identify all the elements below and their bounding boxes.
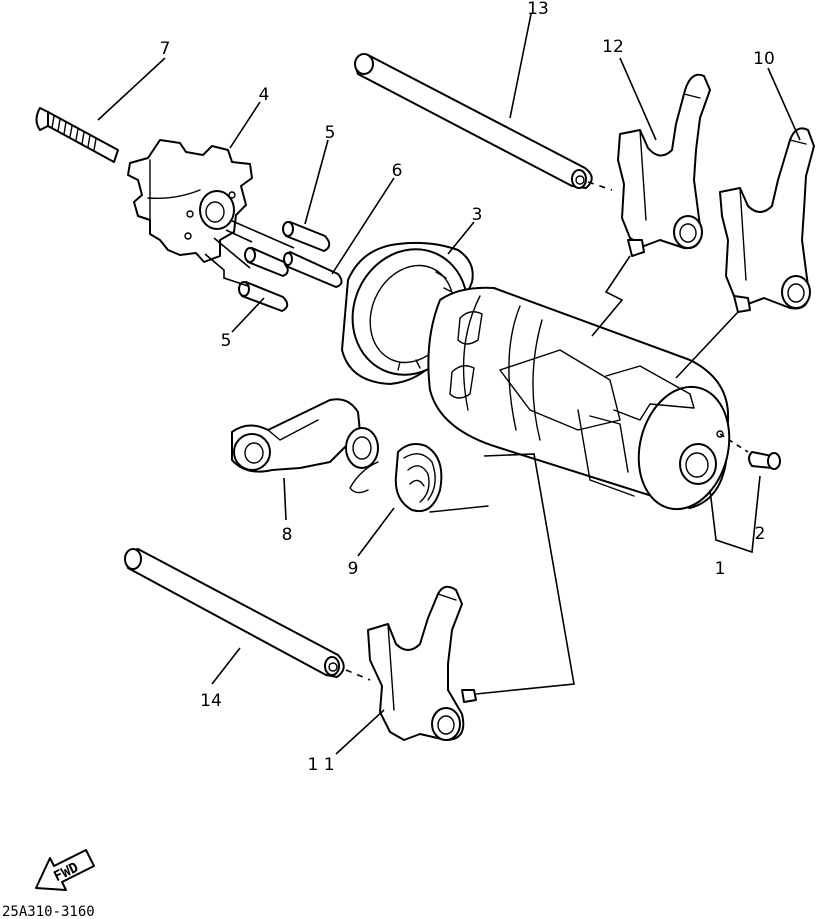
drawing-code: 25A310-3160 bbox=[2, 904, 95, 919]
forward-direction-arrow: FWD bbox=[35, 849, 95, 891]
part-9-spring bbox=[349, 443, 489, 513]
callout-5-lower: 5 bbox=[221, 331, 232, 351]
leader-9 bbox=[357, 507, 395, 557]
leader-14 bbox=[211, 647, 241, 685]
leader-10 bbox=[767, 67, 801, 141]
pin-alignment-lines bbox=[204, 219, 295, 287]
part-13-guide-bar bbox=[354, 53, 593, 189]
leader-8 bbox=[283, 477, 287, 521]
part-7-screw bbox=[35, 107, 119, 163]
callouts: 7 4 5 6 5 3 13 12 10 2 1 8 9 14 1 1 bbox=[160, 0, 775, 775]
callout-10: 10 bbox=[753, 49, 775, 69]
part-6-pin-long bbox=[283, 251, 343, 288]
part-11-shift-fork bbox=[367, 585, 477, 741]
callout-14: 14 bbox=[200, 691, 222, 711]
callout-8: 8 bbox=[282, 525, 293, 545]
callout-9: 9 bbox=[348, 559, 359, 579]
part-1-shift-drum bbox=[427, 286, 731, 511]
callout-4: 4 bbox=[259, 85, 270, 105]
part-2-pin bbox=[719, 433, 781, 470]
part-5-pin-middle bbox=[244, 247, 289, 277]
leader-5-lower bbox=[231, 297, 265, 333]
part-14-guide-bar bbox=[124, 548, 345, 678]
leader-6 bbox=[331, 177, 395, 275]
leader-4 bbox=[229, 101, 261, 149]
callout-12: 12 bbox=[602, 37, 624, 57]
leader-fork12-drum bbox=[591, 255, 631, 337]
callout-3: 3 bbox=[472, 205, 483, 225]
part-8-stopper-lever bbox=[231, 398, 379, 473]
leader-lines bbox=[97, 13, 801, 755]
leader-12 bbox=[619, 57, 657, 141]
part-5-pin-lower bbox=[238, 281, 289, 312]
leader-3 bbox=[447, 221, 475, 255]
part-12-shift-fork bbox=[617, 73, 711, 257]
callout-1: 1 bbox=[715, 559, 726, 579]
leader-fork10-drum bbox=[675, 311, 739, 379]
callout-2: 2 bbox=[755, 524, 766, 544]
callout-6: 6 bbox=[392, 161, 403, 181]
leader-7 bbox=[97, 57, 166, 121]
callout-7: 7 bbox=[160, 39, 171, 59]
callout-11: 1 1 bbox=[307, 755, 334, 775]
leader-fork11-drum bbox=[475, 453, 575, 695]
callout-5-upper: 5 bbox=[325, 123, 336, 143]
part-5-pin-upper bbox=[282, 221, 331, 252]
callout-13: 13 bbox=[527, 0, 549, 19]
leader-11 bbox=[335, 709, 385, 755]
leader-5-upper bbox=[304, 139, 329, 225]
leader-1-2 bbox=[709, 475, 761, 554]
leader-13 bbox=[509, 13, 532, 119]
part-10-shift-fork bbox=[719, 127, 815, 313]
part-4-segment bbox=[127, 139, 253, 263]
